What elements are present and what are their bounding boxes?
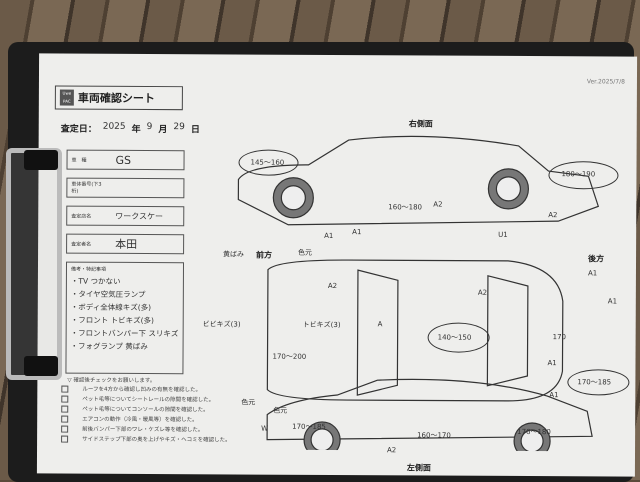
clip-hinge-bottom [24, 356, 58, 376]
field-chassis-number: 車体番号(下3桁) [66, 177, 185, 199]
annotation: A1 [607, 297, 618, 306]
day-unit: 日 [190, 125, 200, 136]
annotation: A1 [547, 359, 557, 368]
note-item: ・フロントバンパー下 スリキズ [70, 328, 179, 339]
annotation: 160～170 [417, 431, 451, 440]
view-label-left: 左側面 [406, 463, 431, 473]
clipboard-clip [6, 148, 62, 380]
field-inspector-name: 査定者名 本田 [66, 233, 185, 255]
car-diagram: 右側面 前方 後方 左側面 145～160 180～190 160～180 A2… [203, 109, 630, 472]
view-label-front: 前方 [256, 250, 273, 260]
checklist-text: 前後バンパー下部のワレ・ケズレ等を確認した。 [82, 426, 204, 434]
logo: Uwe PAC [59, 89, 74, 106]
checkbox[interactable] [61, 435, 69, 443]
annotation: A2 [477, 288, 488, 297]
checklist-text: エアコンの動作（冷風・暖風等）を確認した。 [82, 416, 198, 424]
notes-label: 備考・特記事項 [70, 266, 107, 273]
car-outlines [237, 135, 600, 460]
checkbox[interactable] [61, 405, 69, 413]
checklist-text: ルーフを4方から確認し凹みの有無を確認した。 [82, 386, 202, 394]
annotation: 色元 [273, 406, 288, 415]
note-item: ・タイヤ空気圧ランプ [70, 289, 146, 299]
field-label: 査定店名 [71, 213, 92, 220]
checklist-text: ペット毛等についてコンソールの隙間を確認した。 [82, 406, 209, 414]
year-unit: 年 [131, 124, 141, 135]
annotation: 145～160 [250, 158, 285, 167]
field-label: 査定者名 [71, 241, 92, 248]
annotation: U1 [498, 230, 508, 239]
note-item: ・ボディ全体線キズ(多) [70, 302, 152, 313]
annotation: A2 [387, 446, 397, 455]
date-day: 29 [173, 122, 185, 133]
annotation: 140～150 [437, 333, 472, 342]
checkbox[interactable] [61, 415, 69, 423]
annotation: A1 [549, 391, 559, 400]
annotation: 色元 [298, 248, 313, 257]
annotation: 色元 [241, 398, 256, 407]
checklist: ▽ 確認後チェックをお願いします。 ルーフを4方から確認し凹みの有無を確認した。… [61, 376, 231, 445]
clip-hinge-top [24, 150, 58, 170]
view-label-rear: 後方 [588, 254, 605, 264]
version-label: Ver.2025/7/8 [586, 78, 625, 86]
annotation: 170～185 [577, 378, 612, 387]
annotation: A [377, 320, 383, 329]
field-car-model: 車 種 GS [66, 149, 185, 171]
right-side-car [237, 135, 600, 226]
title-box: Uwe PAC 車両確認シート [54, 85, 183, 111]
checkbox[interactable] [61, 425, 69, 433]
annotation: A1 [587, 269, 598, 278]
checklist-text: サイドステップ下部の奥を上げやキズ・ヘコミを確認した。 [82, 436, 231, 444]
inspection-sheet: Ver.2025/7/8 Uwe PAC 車両確認シート 査定日： 2025 年… [36, 53, 638, 477]
field-value: GS [115, 153, 132, 167]
checklist-text: ペット毛等についてシートレールの隙間を確認した。 [82, 396, 215, 404]
view-label-right: 右側面 [408, 119, 433, 129]
left-side-car [266, 378, 593, 441]
annotation: 170 [552, 333, 567, 342]
annotation: W [261, 424, 269, 433]
field-value: ワークスケー [115, 211, 164, 221]
inspection-date: 査定日： 2025 年 9 月 29 日 [61, 122, 200, 136]
annotation: 160～180 [388, 203, 423, 212]
annotation: A2 [548, 211, 558, 220]
annotation: 170～200 [272, 352, 307, 361]
checkbox[interactable] [61, 395, 69, 403]
top-view-car [266, 259, 564, 402]
annotation: ビビキズ(3) [202, 320, 241, 329]
annotation: 170～185 [292, 422, 326, 431]
field-label: 車体番号(下3桁) [71, 181, 102, 195]
checklist-item: サイドステップ下部の奥を上げやキズ・ヘコミを確認した。 [61, 434, 231, 445]
checkbox[interactable] [61, 385, 69, 393]
sheet-title: 車両確認シート [77, 91, 155, 106]
date-month: 9 [146, 122, 153, 133]
note-item: ・TV つかない [70, 276, 121, 286]
annotation: A1 [324, 231, 334, 240]
field-value: 本田 [115, 237, 138, 251]
note-item: ・フロント トビキズ(多) [70, 315, 154, 326]
annotation: トビキズ(3) [302, 320, 341, 330]
annotation: 180～190 [561, 170, 596, 179]
notes-box: 備考・特記事項 ・TV つかない ・タイヤ空気圧ランプ ・ボディ全体線キズ(多)… [65, 261, 185, 375]
annotation: 黄ばみ [223, 250, 245, 259]
note-item: ・フォグランプ 黄ばみ [70, 341, 148, 352]
annotation: 176～180 [517, 427, 551, 437]
date-label: 査定日： [60, 124, 97, 135]
annotation: A2 [327, 281, 338, 291]
checklist-header: ▽ 確認後チェックをお願いします。 [67, 377, 156, 385]
field-label: 車 種 [71, 157, 87, 164]
field-store-name: 査定店名 ワークスケー [66, 205, 185, 227]
annotation: A1 [352, 228, 362, 237]
month-unit: 月 [158, 125, 168, 136]
annotation: A2 [433, 200, 443, 209]
date-year: 2025 [102, 121, 126, 132]
